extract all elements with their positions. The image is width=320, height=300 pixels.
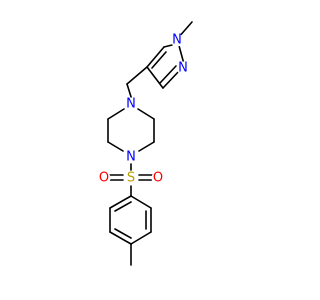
bond-ar-c4-c5 [109, 231, 132, 245]
atom-label-s: S [127, 171, 135, 186]
atom-s-sulfonyl: S [124, 171, 138, 186]
atom-label-oleft: O [99, 171, 109, 186]
atom-n-pyrazole-2: N [176, 61, 190, 76]
atom-label-oright: O [153, 171, 163, 186]
bond-c3-c4 [146, 66, 164, 89]
atom-label-npz2: N [178, 61, 188, 76]
atom-n-piperazine-top: N [124, 97, 138, 112]
atom-labels: N N N N S O O [97, 33, 190, 186]
bond-ar-c1-c2 [130, 195, 152, 209]
atom-o-left: O [97, 171, 111, 186]
molecule-structure: N N N N S O O [97, 21, 193, 266]
atom-n-piperazine-bottom: N [124, 150, 138, 165]
bond-c4-c5 [146, 46, 165, 68]
bond-c5-npz1 [163, 44, 173, 48]
bond-c4-c5-double [151, 51, 167, 69]
bond-c-bottomright-npip2 [138, 141, 155, 152]
bond-ar-c6-c1-double [114, 201, 132, 212]
bond-c-topleft-npip1 [107, 108, 125, 120]
bond-npz2-c3 [162, 69, 181, 89]
bond-npz2-c3-double [159, 65, 177, 84]
atom-label-npip2: N [126, 150, 136, 165]
bond-ar-c4-c5-double [114, 228, 132, 239]
bond-ar-c3-c4 [130, 231, 152, 245]
bond-ch2-npip1 [126, 83, 133, 101]
bond-npip1-c-topright [137, 108, 155, 120]
bond-c4-ch2 [126, 66, 148, 85]
bonds [107, 21, 193, 266]
bond-ar-c6-c1 [109, 195, 132, 209]
atom-label-npip1: N [126, 97, 136, 112]
atom-n-pyrazole-1: N [170, 33, 184, 48]
atom-label-npz1: N [172, 33, 182, 48]
atom-o-right: O [151, 171, 165, 186]
bond-npip2-c-bottomleft [107, 141, 124, 152]
